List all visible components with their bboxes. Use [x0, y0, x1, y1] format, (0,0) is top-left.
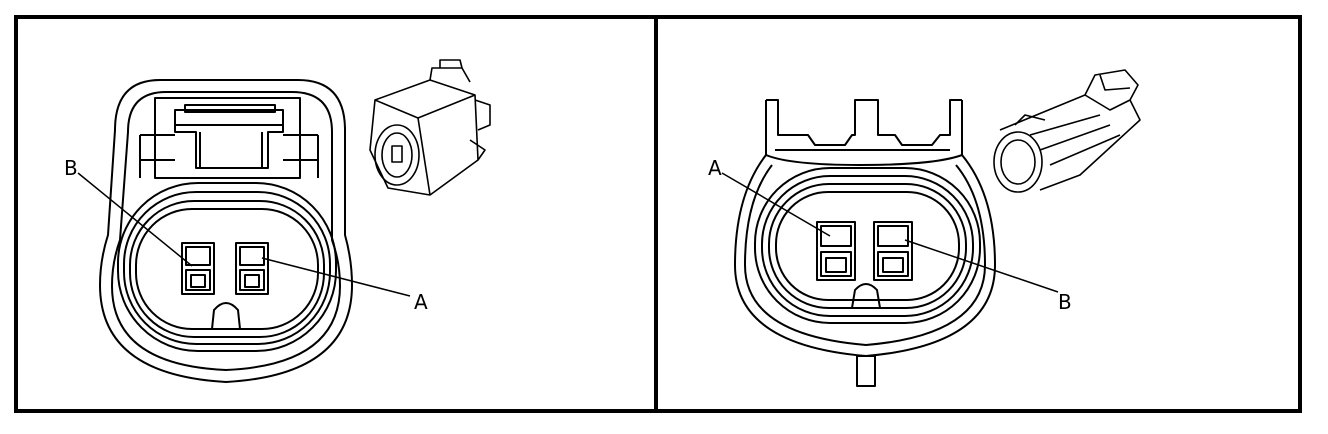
terminal-cavity-b [873, 221, 913, 281]
seal-rings [754, 167, 981, 324]
leader-line-a [721, 172, 831, 237]
panel-divider [654, 15, 658, 413]
terminal-cavity-a [816, 221, 856, 281]
locking-latch [139, 97, 319, 179]
connector-thumbnail-left [369, 59, 491, 196]
callout-label-b: B [64, 156, 78, 180]
seal-rings [117, 182, 337, 352]
connector-housing-outer [99, 79, 353, 383]
right-connector-view: A B [708, 69, 1141, 387]
connector-thumbnail-right [993, 69, 1141, 193]
mounting-bracket [765, 99, 963, 166]
diagram-frame [14, 15, 1302, 413]
terminal-cavity-b [181, 242, 215, 295]
terminal-cavity-a [235, 242, 269, 295]
leader-line-b [904, 239, 1059, 293]
connector-housing-inner [111, 91, 341, 371]
callout-label-a: A [414, 290, 428, 314]
callout-label-a: A [708, 156, 722, 180]
leader-line-a [261, 257, 411, 297]
leader-line-b [77, 172, 193, 267]
key-tab [211, 302, 241, 330]
connector-housing-inner [744, 164, 986, 346]
callout-label-b: B [1058, 290, 1072, 314]
left-connector-view: B A [64, 59, 491, 383]
key-tab [851, 283, 881, 309]
connector-housing-outer [734, 154, 996, 357]
bottom-peg [856, 355, 876, 387]
